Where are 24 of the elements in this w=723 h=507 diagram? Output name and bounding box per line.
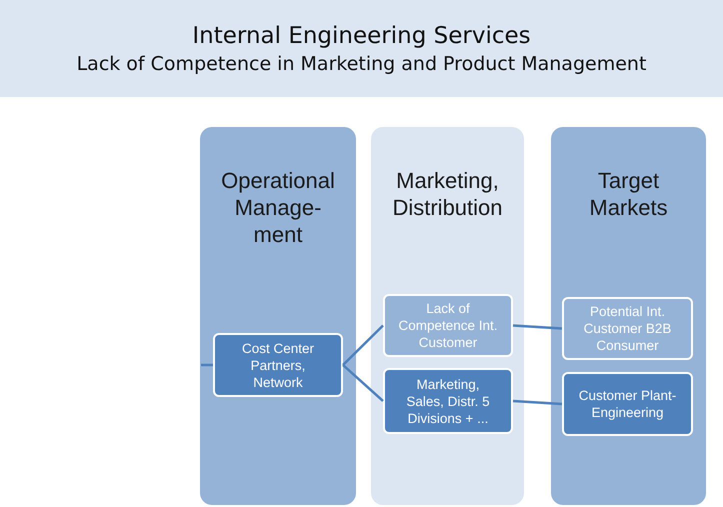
column-heading: Target Markets: [588, 167, 669, 221]
process-box: [562, 297, 693, 360]
connector-line: [342, 324, 384, 366]
column-panel: [371, 127, 524, 505]
connector-line: [201, 364, 213, 366]
box-label: Customer Plant- Engineering: [578, 387, 678, 421]
column-heading: Operational Manage- ment: [220, 167, 336, 248]
connector-line: [512, 400, 562, 406]
process-box: [213, 333, 343, 397]
process-box: [383, 368, 513, 434]
column-heading: Marketing, Distribution: [391, 167, 504, 221]
subtitle: Lack of Competence in Marketing and Product Management: [76, 52, 646, 74]
process-box: [562, 372, 693, 436]
connector-line: [342, 364, 384, 402]
connector-line: [512, 324, 562, 330]
process-box: [383, 294, 513, 357]
box-label: Cost Center Partners, Network: [240, 340, 316, 390]
box-label: Marketing, Sales, Distr. 5 Divisions + ...: [405, 376, 491, 426]
box-label: Potential Int. Customer B2B Consumer: [582, 303, 672, 354]
title-banner: [0, 0, 723, 97]
box-label: Lack of Competence Int. Customer: [397, 300, 499, 351]
title: Internal Engineering Services: [192, 22, 531, 48]
column-panel: [200, 127, 356, 505]
column-panel: [551, 127, 706, 505]
